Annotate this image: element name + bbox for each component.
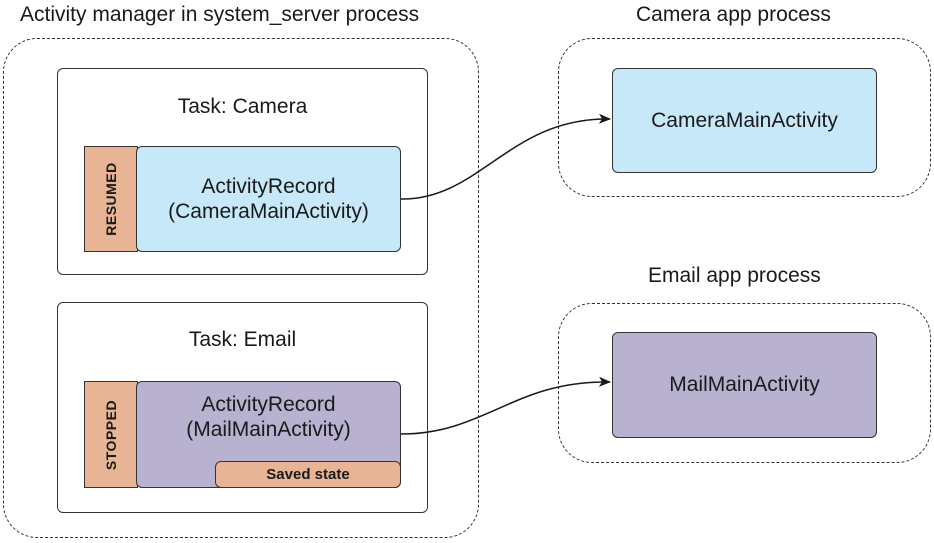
camera-connector-arrow (400, 113, 611, 200)
camera-app-process-title: Camera app process (636, 3, 831, 26)
system-server-process-title: Activity manager in system_server proces… (20, 3, 420, 26)
mail-record-line2: (MailMainActivity) (186, 418, 351, 441)
email-app-process-title: Email app process (648, 264, 821, 287)
camera-main-activity: CameraMainActivity (612, 68, 877, 173)
mail-main-activity: MailMainActivity (612, 332, 877, 438)
camera-record-line1: ActivityRecord (201, 175, 336, 198)
mail-record-line1: ActivityRecord (201, 393, 336, 416)
camera-activity-record: ActivityRecord (CameraMainActivity) (136, 146, 401, 252)
mail-connector-arrow (400, 376, 611, 435)
saved-state-box: Saved state (215, 461, 401, 488)
system-server-process-group (3, 38, 479, 538)
email-task-title: Task: Email (188, 328, 297, 351)
camera-task-title: Task: Camera (177, 95, 308, 118)
camera-app-process-group (558, 38, 931, 197)
camera-record-line2: (CameraMainActivity) (168, 200, 369, 223)
email-app-process-group (558, 303, 931, 463)
